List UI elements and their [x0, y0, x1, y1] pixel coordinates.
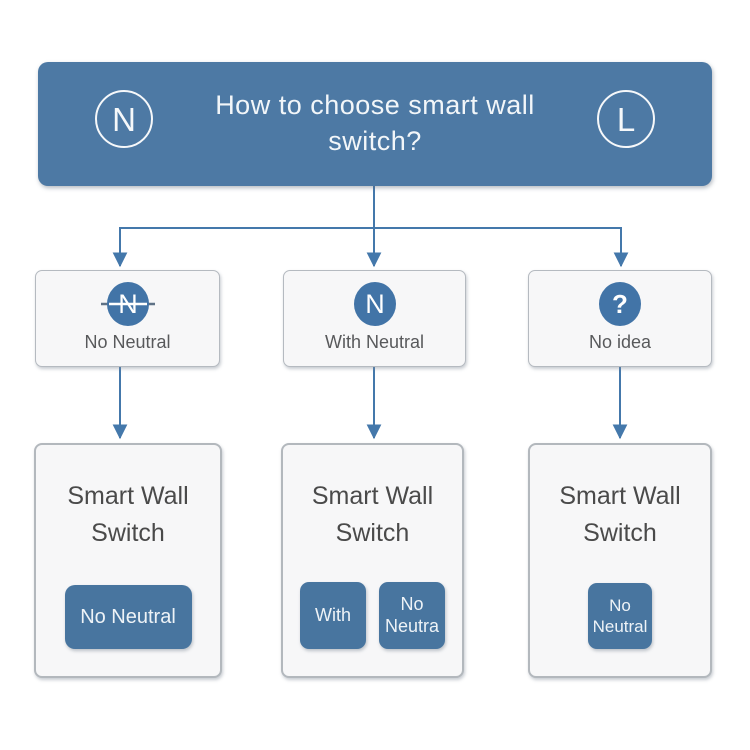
- result-title: Smart Wall Switch: [311, 482, 434, 547]
- icon-letter: N: [365, 289, 385, 319]
- page-title-line1: How to choose smart wall: [215, 90, 535, 120]
- badge-no-neutral: No Neutral: [64, 585, 192, 649]
- no-neutral-icon: N: [100, 282, 155, 326]
- question-icon: ?: [599, 282, 641, 326]
- icon-letter: ?: [612, 289, 628, 319]
- option-label-no-idea: No idea: [588, 332, 652, 352]
- page-title: How to choose smart wall switch?: [38, 87, 712, 159]
- result-badges: No Neutral: [36, 585, 220, 649]
- page-title-line2: switch?: [328, 126, 422, 156]
- result-title: Smart Wall Switch: [67, 482, 189, 547]
- result-box-with-neutral: Smart Wall Switch With No Neutra: [281, 443, 464, 678]
- option-label-no-neutral: No Neutral: [84, 332, 171, 352]
- result-badges: With No Neutra: [283, 582, 462, 649]
- result-box-no-neutral: Smart Wall Switch No Neutral: [34, 443, 222, 678]
- icon-circle: [353, 282, 396, 326]
- icon-circle: [599, 282, 641, 326]
- icon-letter: N: [118, 289, 138, 319]
- badge-with: With: [300, 582, 366, 649]
- badge-no-neutra: No Neutra: [379, 582, 445, 649]
- with-neutral-icon: N: [353, 282, 396, 326]
- live-wire-icon: L: [597, 90, 655, 148]
- header-banner: N How to choose smart wall switch? L: [38, 62, 712, 186]
- result-title: Smart Wall Switch: [559, 482, 681, 547]
- neutral-wire-icon: N: [95, 90, 153, 148]
- option-label-with-neutral: With Neutral: [324, 332, 425, 352]
- option-box-no-neutral: N No Neutral: [35, 270, 220, 367]
- option-box-no-idea: ? No idea: [528, 270, 712, 367]
- result-box-no-idea: Smart Wall Switch No Neutral: [528, 443, 712, 678]
- result-badges: No Neutral: [530, 583, 710, 649]
- option-box-with-neutral: N With Neutral: [283, 270, 466, 367]
- badge-no-neutral: No Neutral: [588, 583, 652, 649]
